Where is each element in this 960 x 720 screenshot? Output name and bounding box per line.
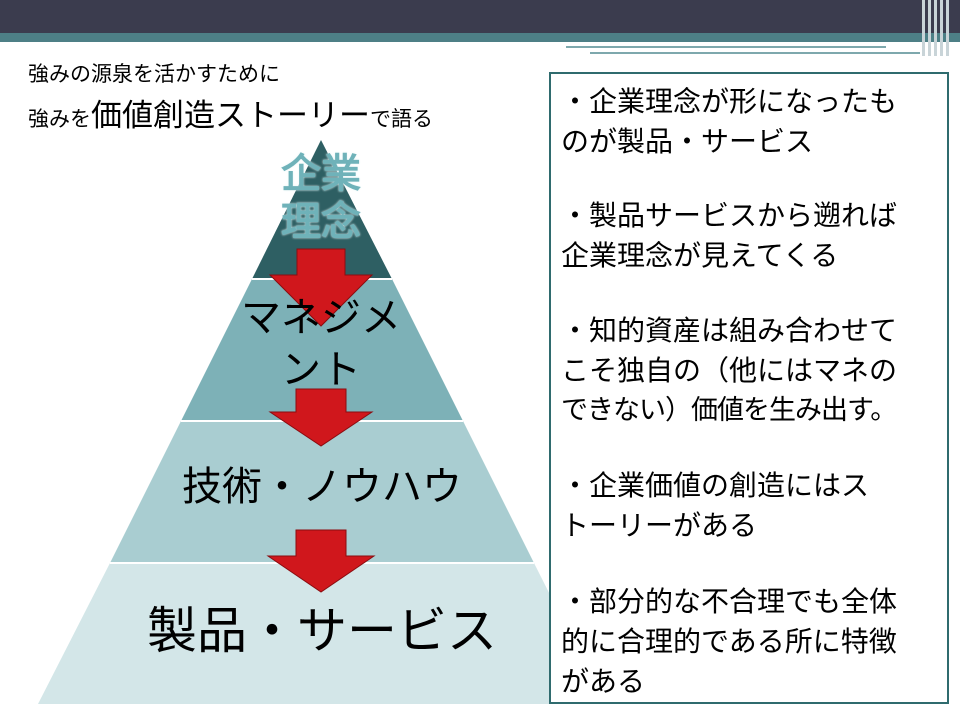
accent-bar (0, 33, 960, 42)
bullet-panel (549, 72, 949, 704)
accent-line-1 (566, 46, 886, 48)
bullet-line: ・知的資産は組み合わせて (561, 314, 898, 347)
bullet-line: できない）価値を生み出す。 (561, 395, 897, 426)
tier-label-technology: 技術・ノウハウ (162, 462, 482, 512)
heading-line-1: 強みの源泉を活かすために (28, 62, 280, 86)
pyramid-tier-apex (252, 140, 392, 279)
heading-pre: 強みを (28, 107, 91, 131)
bullet-item: ・企業理念が形になったも のが製品・サービス (561, 82, 960, 162)
bullet-line: 企業理念が見えてくる (561, 239, 839, 272)
bullet-item: ・部分的な不合理でも全体 的に合理的である所に特徴 がある (561, 582, 960, 702)
pyramid-tier-management (181, 279, 463, 421)
tier-label-management: マネジメ ント (211, 292, 431, 396)
bullet-item: ・製品サービスから遡れば 企業理念が見えてくる (561, 196, 960, 276)
bullet-line: がある (561, 665, 646, 698)
down-arrow-1 (268, 248, 374, 327)
tier-label-line: 製品・サービス (147, 602, 497, 660)
accent-line-2 (590, 52, 920, 54)
bullet-line: ・製品サービスから遡れば (561, 199, 898, 232)
bullet-line: のが製品・サービス (561, 125, 814, 158)
tier-label-corporate-philosophy: 企業 理念 (241, 150, 401, 246)
heading-post: で語る (370, 107, 433, 131)
bullet-line: ・企業理念が形になったも (561, 85, 898, 118)
bullet-line: ・企業価値の創造にはス (561, 469, 870, 502)
down-arrow-2 (268, 388, 374, 447)
tier-label-line: 技術・ノウハウ (182, 464, 462, 510)
pyramid-tier-products (38, 563, 605, 704)
tier-label-line: 理念 (281, 198, 361, 245)
bullet-line: 的に合理的である所に特徴 (561, 625, 897, 658)
bullet-item: ・知的資産は組み合わせて こそ独自の（他にはマネの できない）価値を生み出す。 (561, 311, 960, 431)
bullet-line: こそ独自の（他にはマネの (561, 354, 898, 387)
bullet-line: トーリーがある (561, 509, 758, 542)
tier-label-line: ント (281, 347, 361, 393)
heading-line-2: 強みを価値創造ストーリーで語る (28, 101, 433, 132)
tier-label-products: 製品・サービス (112, 600, 532, 663)
decorative-stripes (922, 0, 950, 56)
bullet-item: ・企業価値の創造にはス トーリーがある (561, 466, 960, 546)
pyramid-tier-technology (110, 421, 534, 563)
bullet-line: ・部分的な不合理でも全体 (561, 585, 898, 618)
heading-emphasis: 価値創造ストーリー (91, 98, 370, 134)
title-bar (0, 0, 960, 33)
tier-label-line: マネジメ (241, 295, 401, 341)
down-arrow-3 (266, 529, 376, 593)
tier-label-line: 企業 (281, 150, 361, 197)
